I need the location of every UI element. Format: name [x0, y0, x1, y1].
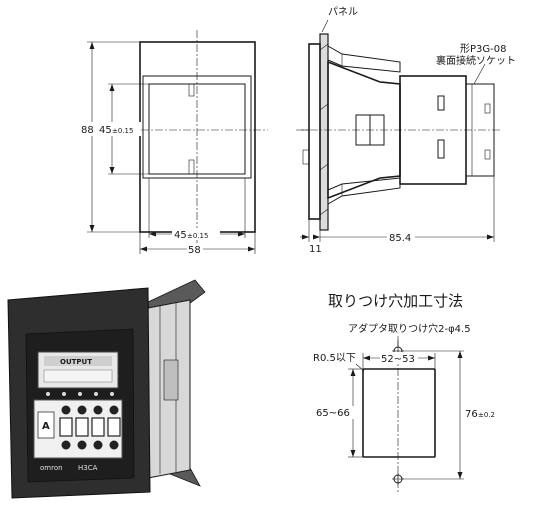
arrow — [302, 234, 309, 240]
arrow — [457, 351, 463, 358]
digit-window — [91, 417, 105, 437]
hatch — [319, 103, 329, 111]
panel-label: パネル — [328, 6, 358, 18]
socket-desc-label: 裏面接続ソケット — [436, 54, 516, 67]
arrow — [89, 225, 95, 232]
cutout-dim-pitch: 76 — [465, 409, 478, 420]
indicator — [94, 392, 98, 396]
label-bg — [187, 243, 203, 255]
indicator — [78, 392, 82, 396]
adapter-flange-top — [327, 45, 401, 73]
mode-key — [37, 411, 55, 439]
device-photo: OUTPUT A omron H3CA — [7, 279, 206, 499]
socket-latch — [437, 139, 445, 159]
side-dim-flange: 11 — [309, 244, 322, 255]
indicator — [110, 392, 114, 396]
front-outer-outline — [139, 41, 256, 233]
front-dim-height: 88 — [81, 125, 94, 136]
front-dim-window-width: 45 — [174, 230, 187, 241]
body-panel — [163, 359, 179, 401]
display-strip — [44, 356, 112, 366]
panel — [319, 33, 329, 231]
brand-label: omron — [40, 464, 63, 472]
up-button — [77, 405, 87, 415]
hatch — [319, 163, 329, 171]
arrow — [457, 472, 463, 479]
down-button — [93, 440, 103, 450]
down-button — [77, 440, 87, 450]
front-dim-window-height: 45 — [99, 125, 112, 136]
radius-label: R0.5以下 — [313, 353, 356, 364]
arrow — [428, 355, 435, 361]
front-dim-window-width-tol: ±0.15 — [187, 232, 208, 240]
socket-leader — [473, 63, 486, 85]
adapter-flange-bottom — [327, 177, 401, 205]
panel-leader — [321, 19, 329, 33]
socket-latch — [437, 95, 445, 111]
label-bg — [172, 228, 220, 240]
side-bezel — [308, 43, 321, 220]
front-latch-top — [188, 83, 195, 97]
arrow — [149, 231, 156, 237]
front-dim-width: 58 — [188, 245, 201, 256]
hole-label: アダプタ取りつけ穴2-φ4.5 — [348, 322, 471, 335]
mode-key-label: A — [42, 421, 50, 432]
arrow — [238, 231, 245, 237]
digit-window — [59, 417, 73, 437]
socket-terminal — [484, 103, 491, 114]
label-bg — [315, 406, 355, 419]
indicator — [62, 392, 66, 396]
down-button — [61, 440, 71, 450]
cutout-dim-width: 52~53 — [381, 354, 415, 365]
indicator — [46, 392, 50, 396]
panel-cutout: 取りつけ穴加工寸法 アダプタ取りつけ穴2-φ4.5 R0.5以下 52~53 — [313, 292, 495, 492]
up-button — [93, 405, 103, 415]
side-tab — [302, 149, 310, 165]
front-latch-bottom — [188, 159, 195, 175]
cutout-title: 取りつけ穴加工寸法 — [328, 292, 463, 310]
arrow — [248, 246, 255, 252]
label-bg — [98, 122, 141, 136]
side-view: パネル 形P3G-08 裏面接続ソケット — [296, 6, 516, 255]
arrow — [109, 167, 115, 174]
digit-window — [107, 417, 121, 437]
up-button — [109, 405, 119, 415]
cutout-rectangle — [362, 368, 436, 458]
socket-terminal — [484, 149, 491, 160]
radius-leader — [355, 363, 365, 372]
hatch — [319, 208, 329, 216]
cutout-dim-height: 65~66 — [316, 408, 350, 419]
arrow — [89, 42, 95, 49]
arrow — [109, 84, 115, 91]
arrow — [363, 355, 370, 361]
model-label: H3CA — [78, 464, 98, 472]
side-dim-depth: 85.4 — [389, 233, 411, 244]
arrow — [350, 369, 356, 376]
up-button — [61, 405, 71, 415]
arrow — [487, 234, 494, 240]
display-lcd — [43, 369, 113, 383]
front-view: 88 45 ±0.15 45 ±0.15 58 — [80, 30, 268, 256]
arrow — [350, 450, 356, 457]
arrow — [313, 234, 320, 240]
socket-model-label: 形P3G-08 — [460, 43, 506, 55]
display-output-label: OUTPUT — [60, 358, 92, 366]
label-bg — [387, 231, 415, 243]
label-bg — [80, 122, 96, 136]
cutout-dim-pitch-tol: ±0.2 — [478, 411, 495, 419]
hatch — [319, 43, 329, 51]
label-bg — [380, 352, 418, 364]
arrow — [140, 246, 147, 252]
digit-window — [75, 417, 89, 437]
down-button — [109, 440, 119, 450]
front-dim-window-height-tol: ±0.15 — [112, 127, 133, 135]
